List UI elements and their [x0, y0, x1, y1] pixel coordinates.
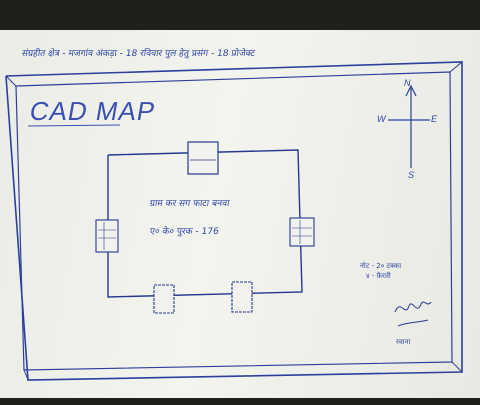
bottom-building-right	[231, 281, 253, 313]
top-building	[187, 141, 219, 175]
map-title: CAD MAP	[27, 96, 159, 126]
border-corner-tl	[5, 75, 17, 87]
compass-west-label: W	[377, 114, 386, 124]
border-corner-bl	[23, 369, 29, 381]
border-corner-tr	[449, 61, 463, 73]
title-underline	[27, 124, 121, 127]
note-line-2: ४ - फ़ैरती	[366, 272, 391, 280]
compass-east-label: E	[431, 114, 438, 124]
right-building	[289, 217, 315, 247]
compass-south-label: S	[408, 170, 415, 180]
signature-icon	[394, 301, 432, 327]
signature-note: रवाना	[396, 338, 411, 346]
border-corner-br	[451, 361, 463, 373]
left-building	[95, 219, 119, 253]
center-text-line-1: ग्राम कर सग फाटा बनवा	[149, 199, 231, 209]
paper-sheet	[0, 30, 480, 398]
center-text-line-2: ए० के० पुरक - 176	[149, 227, 220, 237]
compass-arrow-icon	[405, 84, 417, 97]
note-line-1: नोट - 2० टक्का	[360, 262, 402, 270]
bottom-building-left	[153, 284, 175, 314]
compass-north-label: N	[404, 78, 411, 88]
